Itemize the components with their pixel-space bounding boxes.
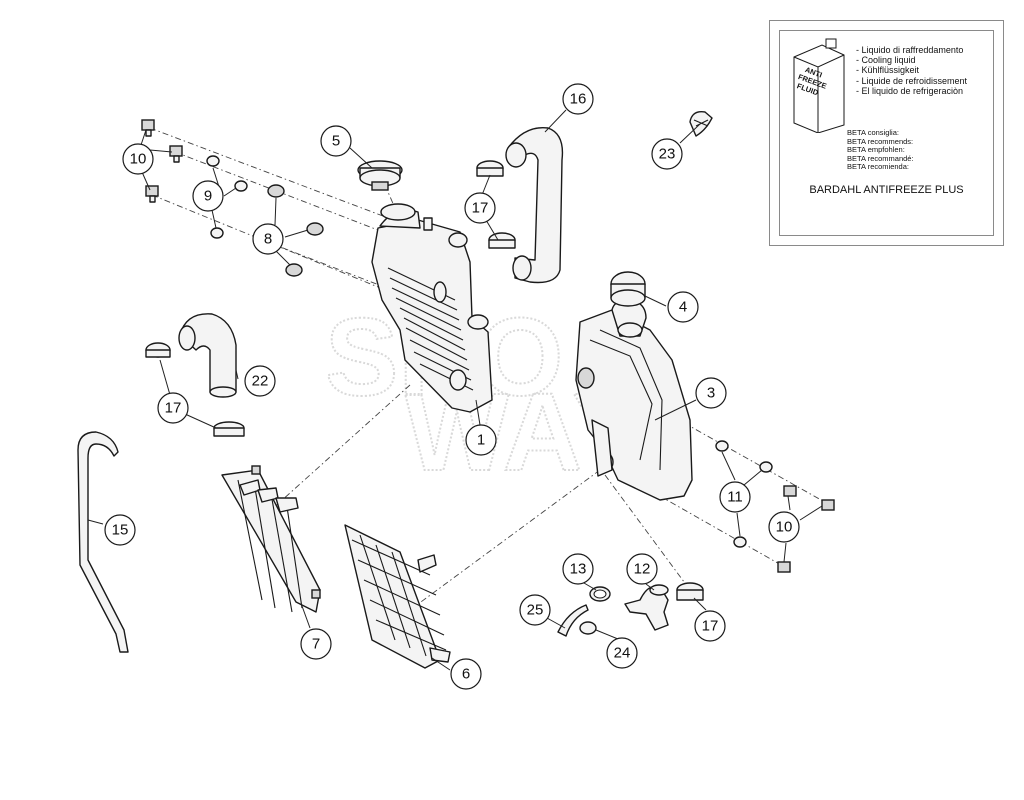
callout-10-left-label: 10 <box>130 151 147 168</box>
callout-17-upper-label: 17 <box>472 200 489 217</box>
callout-5-label: 5 <box>332 133 340 150</box>
callout-16-label: 16 <box>570 91 587 108</box>
tank-cap <box>610 271 646 307</box>
coolant-name-fr: - Liquide de refroidissement <box>856 75 968 86</box>
radiator-guard <box>221 465 321 613</box>
coolant-name-list: - Liquido di raffreddamento - Cooling li… <box>856 45 967 96</box>
louvered-guard <box>344 524 451 669</box>
recommend-fr: BETA recommandé: <box>847 153 914 163</box>
callout-23: 23 <box>651 138 683 170</box>
callout-4: 4 <box>667 291 699 323</box>
fitting-parts <box>557 582 704 637</box>
callout-9-label: 9 <box>204 188 212 205</box>
recommend-en: BETA recommends: <box>847 136 914 146</box>
callout-8: 8 <box>252 223 284 255</box>
callout-22: 22 <box>244 365 276 397</box>
recommend-it: BETA consiglia: <box>847 128 899 137</box>
coolant-name-de: - Kühlflüssigkeit <box>856 65 920 76</box>
leader-lines <box>87 109 823 671</box>
coolant-name-es: - El liquido de refrigeraciòn <box>856 85 964 96</box>
callout-25-label: 25 <box>527 602 544 619</box>
coolant-name-it: - Liquido di raffreddamento <box>856 45 964 55</box>
callout-17-right-label: 17 <box>702 618 719 635</box>
callout-11-label: 11 <box>727 489 743 506</box>
lower-hose <box>178 313 237 398</box>
bolts-washers-left <box>141 119 324 277</box>
callout-9: 9 <box>192 180 224 212</box>
spring-clamp <box>689 111 713 137</box>
callout-10-right-label: 10 <box>776 519 793 536</box>
hose-clamps-upper <box>476 160 516 249</box>
callout-24-label: 24 <box>614 645 631 662</box>
coolant-info-inner-frame <box>779 30 994 236</box>
callout-11: 11 <box>719 481 751 513</box>
callout-6: 6 <box>450 658 482 690</box>
callout-10-left: 10 <box>122 143 154 175</box>
callout-7: 7 <box>300 628 332 660</box>
recommendation-list: BETA consiglia: BETA recommends: BETA em… <box>847 128 914 172</box>
antifreeze-jug-icon: ANTI FREEZE FLUID <box>793 38 845 133</box>
callout-23-label: 23 <box>659 146 676 163</box>
callout-12-label: 12 <box>634 561 651 578</box>
callout-25: 25 <box>519 594 551 626</box>
bolts-washers-right <box>715 440 835 573</box>
callout-16: 16 <box>562 83 594 115</box>
expansion-tank <box>575 299 693 501</box>
callout-17-lower: 17 <box>157 392 189 424</box>
callout-17-lower-label: 17 <box>165 400 182 417</box>
radiator-cap <box>357 160 403 191</box>
callout-12: 12 <box>626 553 658 585</box>
callout-1: 1 <box>465 424 497 456</box>
callout-3: 3 <box>695 377 727 409</box>
callouts: 1 3 4 5 6 7 8 9 10 10 11 12 13 15 16 17 … <box>104 83 800 690</box>
callout-3-label: 3 <box>707 385 715 402</box>
upper-hose <box>505 126 564 284</box>
callout-4-label: 4 <box>679 299 687 316</box>
callout-1-label: 1 <box>477 432 485 449</box>
recommend-de: BETA empfohlen: <box>847 145 905 155</box>
callout-7-label: 7 <box>312 636 320 653</box>
callout-22-label: 22 <box>252 373 269 390</box>
coolant-info-box: ANTI FREEZE FLUID - Liquido di raffredda… <box>769 20 1004 246</box>
callout-15-label: 15 <box>112 522 129 539</box>
coolant-name-en: - Cooling liquid <box>856 55 916 66</box>
callout-17-right: 17 <box>694 610 726 642</box>
radiator <box>371 203 493 413</box>
callout-15: 15 <box>104 514 136 546</box>
overflow-tube <box>77 431 129 653</box>
recommend-es: BETA recomienda: <box>847 162 909 172</box>
hose-clamps-lower <box>145 342 245 437</box>
callout-6-label: 6 <box>462 666 470 683</box>
callout-13-label: 13 <box>570 561 587 578</box>
callout-24: 24 <box>606 637 638 669</box>
callout-13: 13 <box>562 553 594 585</box>
callout-5: 5 <box>320 125 352 157</box>
callout-10-right: 10 <box>768 511 800 543</box>
product-name: BARDAHL ANTIFREEZE PLUS <box>809 184 964 196</box>
callout-8-label: 8 <box>264 231 272 248</box>
callout-17-upper: 17 <box>464 192 496 224</box>
